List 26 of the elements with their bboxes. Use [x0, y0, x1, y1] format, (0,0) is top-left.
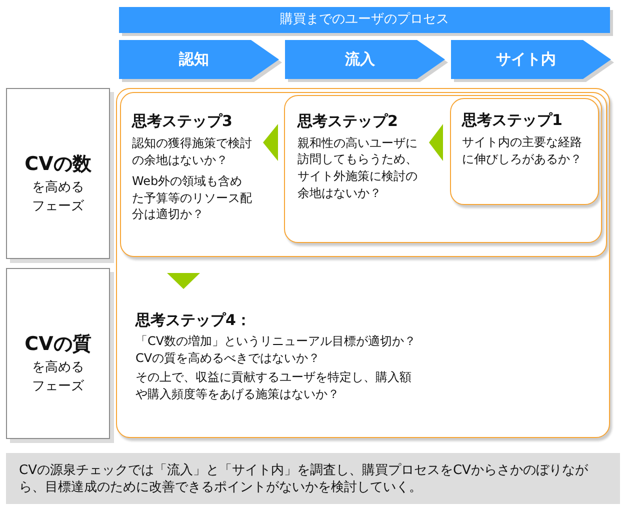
phase-text: を高めるフェーズ [31, 178, 85, 216]
rounded-box [450, 98, 598, 204]
rounded-box [120, 92, 606, 256]
rounded-box [284, 95, 602, 243]
step-text: その上で、収益に貢献するユーザを特定し、購入額や購入頻度等をあげる施策はないか？ [136, 369, 412, 403]
step-heading: 思考ステップ1 [462, 110, 562, 130]
step-text: 認知の獲得施策で検討の余地はないか？ [132, 135, 253, 168]
phase-heading: CVの質 [24, 332, 92, 356]
note-band: CVの源泉チェックでは「流入」と「サイト内」を調査し、購買プロセスをCVからさかのぼりながら、目標達成のために改善できるポイントがないかを検討していく。 [6, 453, 620, 504]
step-heading: 思考ステップ4： [136, 310, 251, 330]
step-heading: 思考ステップ2 [298, 110, 398, 130]
step-text: 親和性の高いユーザに訪問してもらうため、サイト外施策に検討の余地はないか？ [298, 134, 418, 202]
phase-text: を高めるフェーズ [31, 358, 85, 396]
step-text: サイト内の主要な経路に伸びしろがあるか？ [462, 134, 583, 167]
triangle-arrow [167, 273, 200, 289]
phase-tab: 流入 [285, 40, 445, 79]
step-text: CVの質を高めるべきではないか？ [136, 350, 322, 367]
phase-tab: 認知 [119, 40, 279, 79]
triangle-arrow [263, 124, 278, 161]
title-banner: 購買までのユーザのプロセス [119, 7, 610, 33]
step-text: Web外の領域も含めた予算等のリソース配分は適切か？ [132, 173, 253, 222]
step-heading: 思考ステップ3 [132, 111, 232, 131]
rounded-box [116, 88, 610, 438]
phase-heading: CVの数 [24, 152, 92, 176]
phase-tab: サイト内 [451, 40, 611, 79]
step-text: 「CV数の増加」というリニューアル目標が適切か？ [136, 333, 418, 350]
